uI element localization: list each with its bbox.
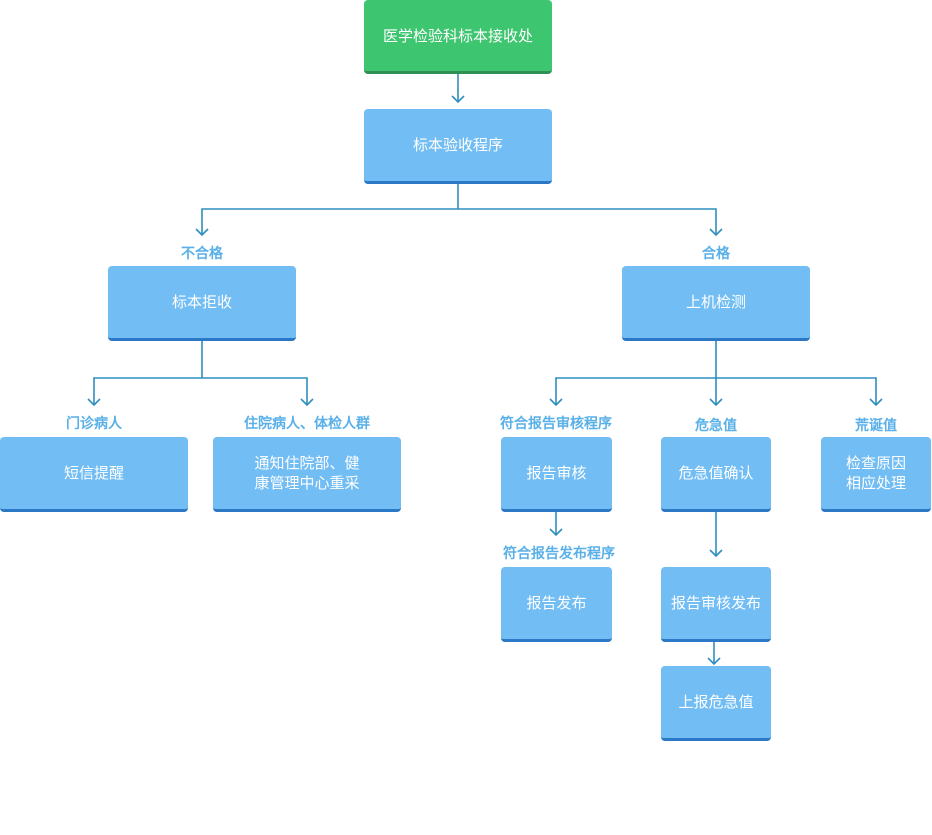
label-outpatient: 门诊病人: [66, 416, 122, 432]
node-report-critical: 上报危急值: [661, 666, 771, 741]
arrowhead: [549, 398, 563, 407]
node-machine-testing: 上机检测: [622, 266, 810, 341]
node-check-cause: 检查原因 相应处理: [821, 437, 931, 512]
node-sample-verification: 标本验收程序: [364, 109, 552, 184]
label-absurd-value: 荒诞值: [855, 418, 897, 434]
arrowhead: [549, 528, 563, 537]
label-publish-procedure: 符合报告发布程序: [503, 546, 615, 562]
connector-verify-branch: [201, 182, 717, 235]
arrowhead: [869, 398, 883, 407]
node-critical-confirm: 危急值确认: [661, 437, 771, 512]
label-audit-procedure: 符合报告审核程序: [500, 416, 612, 432]
arrowhead: [451, 95, 465, 104]
label-inpatient: 住院病人、体检人群: [244, 416, 370, 432]
label-qualified: 合格: [702, 246, 730, 262]
node-sample-reception: 医学检验科标本接收处: [364, 0, 552, 74]
node-audit-publish: 报告审核发布: [661, 567, 771, 642]
label-critical-value: 危急值: [695, 418, 737, 434]
node-report-audit: 报告审核: [501, 437, 612, 512]
arrowhead: [707, 657, 721, 666]
arrowhead: [709, 549, 723, 558]
arrowhead: [195, 228, 209, 237]
arrowhead: [709, 398, 723, 407]
node-sms-reminder: 短信提醒: [0, 437, 188, 512]
connector-reject-branch: [93, 339, 308, 405]
node-sample-rejection: 标本拒收: [108, 266, 296, 341]
node-notify-resample: 通知住院部、健 康管理中心重采: [213, 437, 401, 512]
arrowhead: [87, 398, 101, 407]
arrowhead: [709, 228, 723, 237]
label-unqualified: 不合格: [181, 246, 223, 262]
connector-test-branch: [555, 339, 877, 405]
arrowhead: [300, 398, 314, 407]
node-report-publish: 报告发布: [501, 567, 612, 642]
